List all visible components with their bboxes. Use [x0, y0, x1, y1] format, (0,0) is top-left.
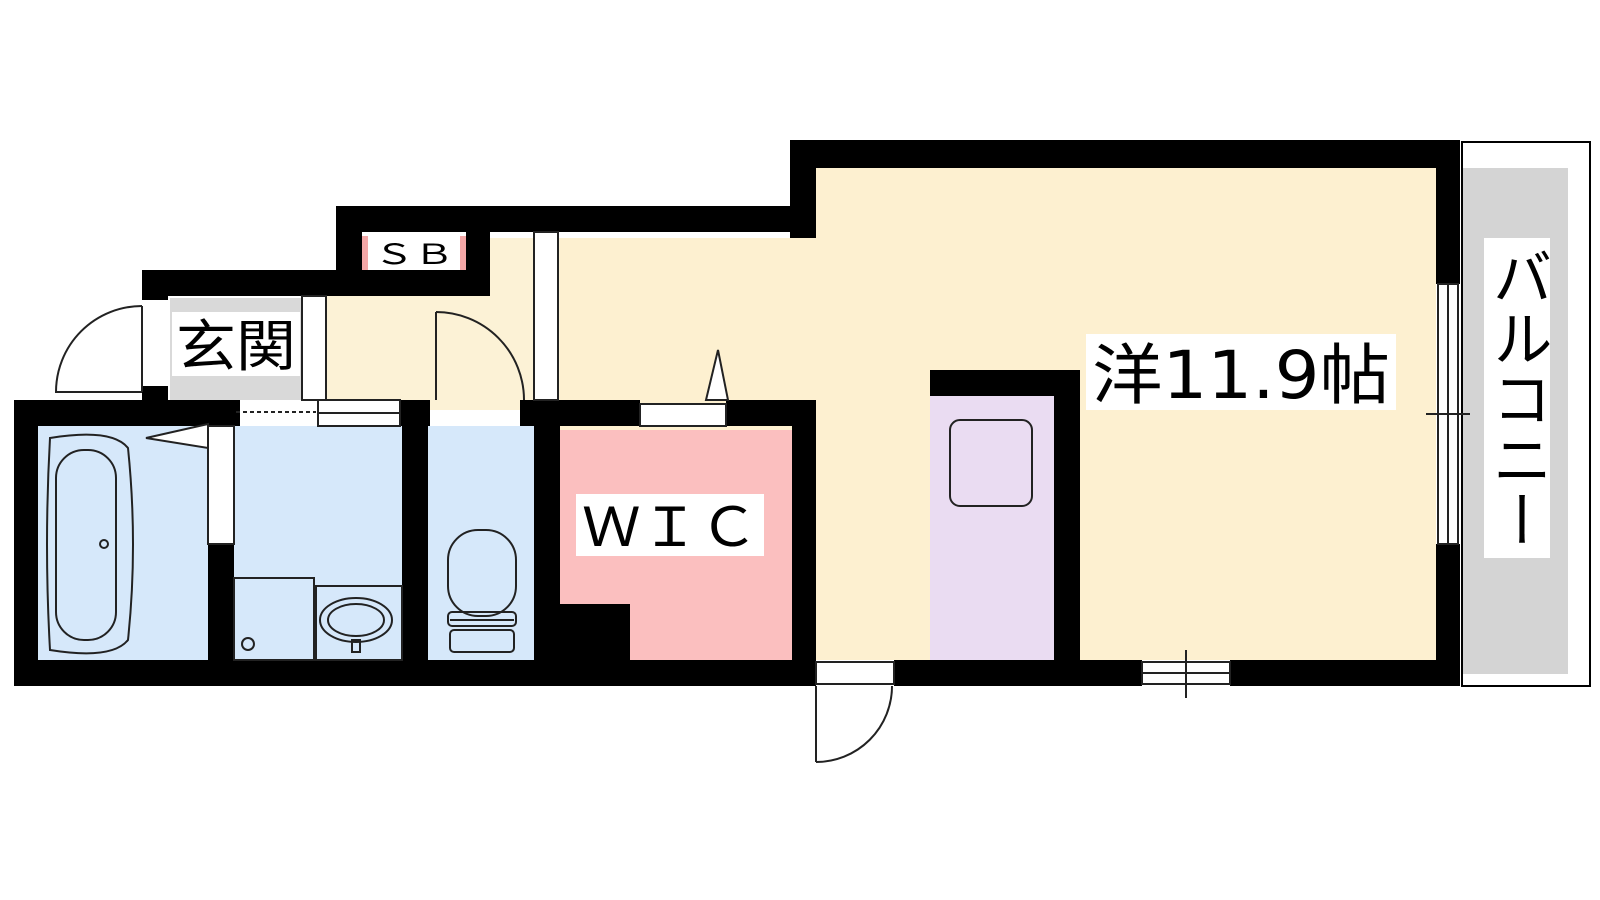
wall: [142, 270, 490, 296]
faucet-icon: [351, 639, 361, 653]
western-room-label-bg: [1086, 334, 1396, 410]
wall: [1436, 140, 1460, 284]
toilet-floor: [428, 426, 534, 660]
toilet-tank: [449, 629, 515, 653]
closet-rod-icon: [704, 349, 730, 401]
western-room-label: 洋11.9帖: [1092, 337, 1390, 414]
bathtub-inner: [55, 449, 117, 641]
entrance-door-frame: [301, 295, 327, 401]
shoe-box-label: ＳＢ: [374, 238, 454, 271]
laundry-drain-icon: [241, 637, 255, 651]
wic-door: [639, 403, 727, 427]
wall: [142, 386, 168, 400]
washing-machine-space: [233, 577, 315, 661]
shower-icon: [145, 422, 209, 450]
wall: [792, 400, 816, 686]
wall: [208, 544, 234, 686]
entrance-label: 玄関: [176, 315, 296, 380]
front-door-swing: [54, 305, 143, 393]
wall: [402, 400, 428, 686]
exterior-door-swing: [815, 685, 893, 763]
wall: [1054, 370, 1080, 686]
walls: [14, 140, 1460, 686]
bath-door: [207, 425, 235, 545]
bath-drain-icon: [99, 539, 109, 549]
fixtures: [46, 349, 1033, 661]
shoe-box-label-bg: [368, 236, 460, 270]
bathroom-floor: [38, 426, 208, 660]
hallway-floor: [326, 238, 560, 410]
wic-label: ＷＩＣ: [582, 496, 758, 559]
labels: 洋11.9帖 ＷＩＣ 玄関 ＳＢ バルコニー: [172, 236, 1552, 559]
wall: [336, 206, 816, 232]
wall: [790, 140, 1460, 168]
wall: [142, 270, 168, 300]
wall: [560, 604, 630, 660]
balcony-label-bg: [1484, 238, 1550, 558]
wall: [14, 400, 38, 686]
door-swings: [54, 305, 893, 763]
western-room-floor: [560, 168, 1436, 660]
toilet-seat: [447, 611, 517, 627]
wic-label-bg: [576, 494, 764, 556]
balcony-label: バルコニー: [1482, 246, 1552, 550]
openings: [207, 231, 1470, 698]
toilet-bowl: [447, 529, 517, 617]
bathtub: [46, 433, 134, 655]
entrance-label-bg: [172, 312, 300, 376]
sink-inner: [327, 603, 385, 637]
toilet-door-swing: [435, 311, 525, 401]
wall: [1230, 660, 1460, 686]
sliding-door: [533, 231, 559, 401]
kitchen-unit-floor: [930, 396, 1054, 660]
wall: [14, 400, 240, 426]
appliance-icon: [949, 419, 1033, 507]
wall: [894, 660, 1142, 686]
balcony-side-door: [815, 661, 895, 685]
wall: [534, 400, 560, 686]
sink-icon: [319, 597, 393, 643]
